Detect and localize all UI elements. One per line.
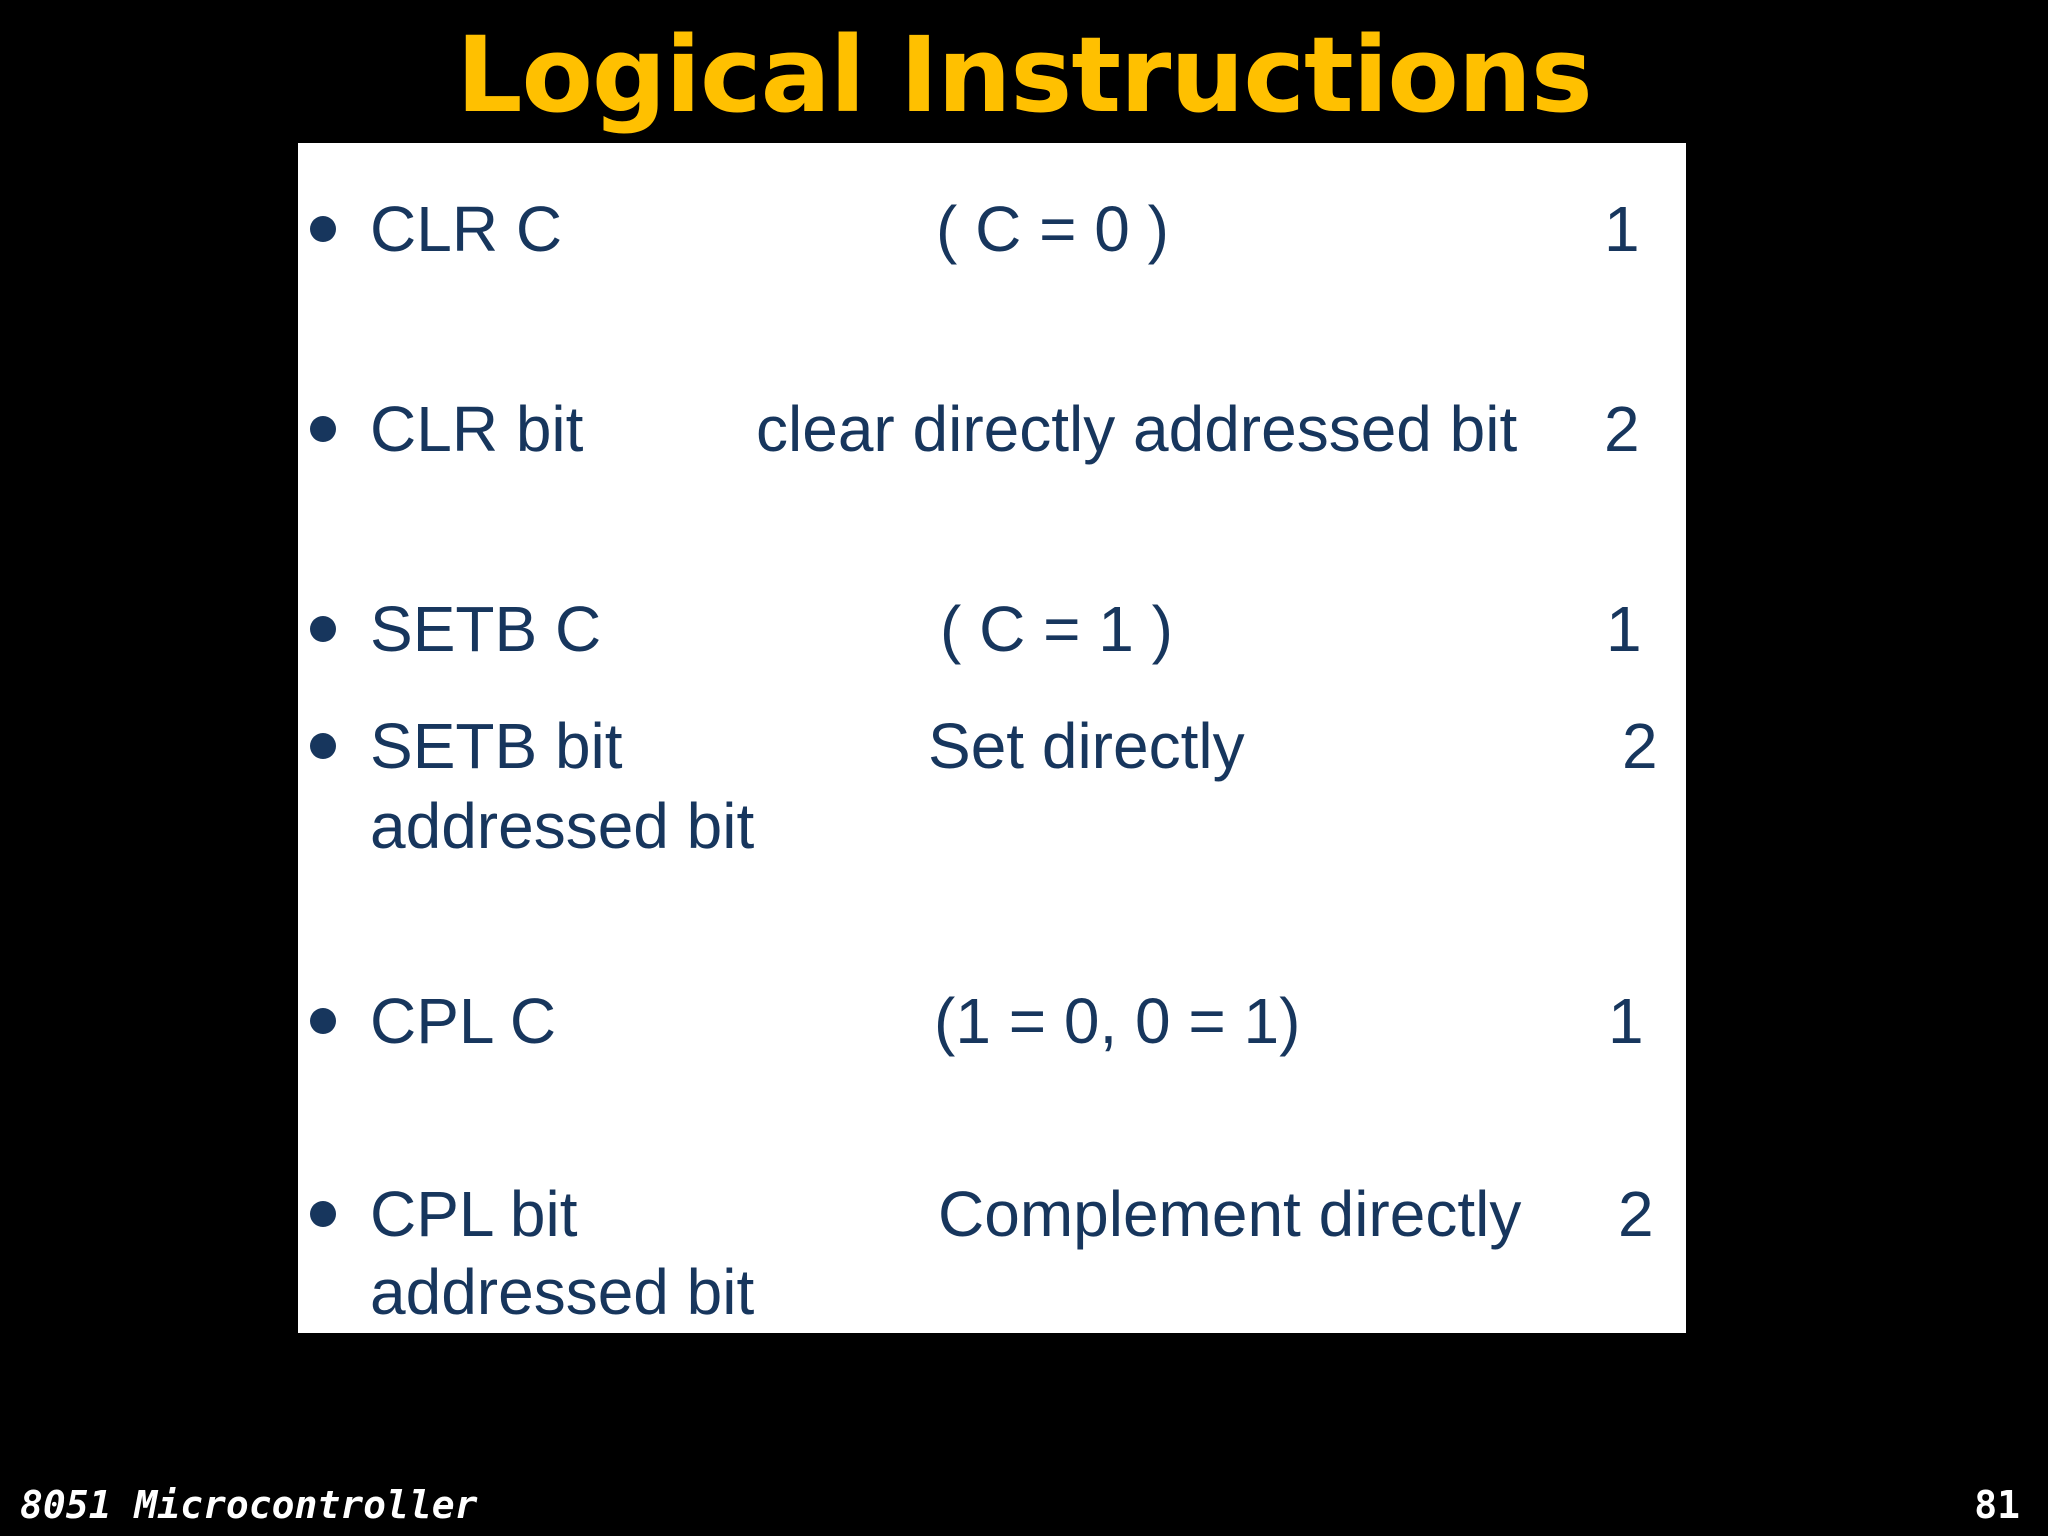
instruction-mnemonic: CLR C [370, 193, 563, 265]
bullet-icon [310, 216, 336, 242]
bullet-icon [310, 1008, 336, 1034]
instruction-continuation: addressed bit [370, 790, 755, 862]
instruction-description: Complement directly [938, 1178, 1522, 1250]
instruction-bytes: 2 [1622, 710, 1658, 782]
instruction-description: ( C = 1 ) [940, 593, 1173, 665]
instruction-description: Set directly [928, 710, 1245, 782]
instruction-description: clear directly addressed bit [756, 393, 1518, 465]
slide-title: Logical Instructions [456, 14, 1593, 136]
bullet-icon [310, 416, 336, 442]
instruction-description: ( C = 0 ) [936, 193, 1169, 265]
bullet-icon [310, 1201, 336, 1227]
instruction-bytes: 1 [1604, 193, 1640, 265]
bullet-icon [310, 616, 336, 642]
footer-course-name: 8051 Microcontroller [20, 1483, 478, 1527]
bullet-icon [310, 733, 336, 759]
instruction-panel: CLR C ( C = 0 ) 1 CLR bit clear directly… [298, 143, 1686, 1333]
instruction-continuation: addressed bit [370, 1256, 755, 1328]
instruction-mnemonic: CPL C [370, 985, 557, 1057]
instruction-description: (1 = 0, 0 = 1) [934, 985, 1301, 1057]
instruction-bytes: 1 [1606, 593, 1642, 665]
instruction-mnemonic: CLR bit [370, 393, 584, 465]
footer-page-number: 81 [1974, 1483, 2020, 1527]
instruction-mnemonic: SETB bit [370, 710, 623, 782]
instruction-mnemonic: SETB C [370, 593, 602, 665]
instruction-bytes: 2 [1618, 1178, 1654, 1250]
instruction-bytes: 1 [1608, 985, 1644, 1057]
instruction-bytes: 2 [1604, 393, 1640, 465]
instruction-mnemonic: CPL bit [370, 1178, 578, 1250]
